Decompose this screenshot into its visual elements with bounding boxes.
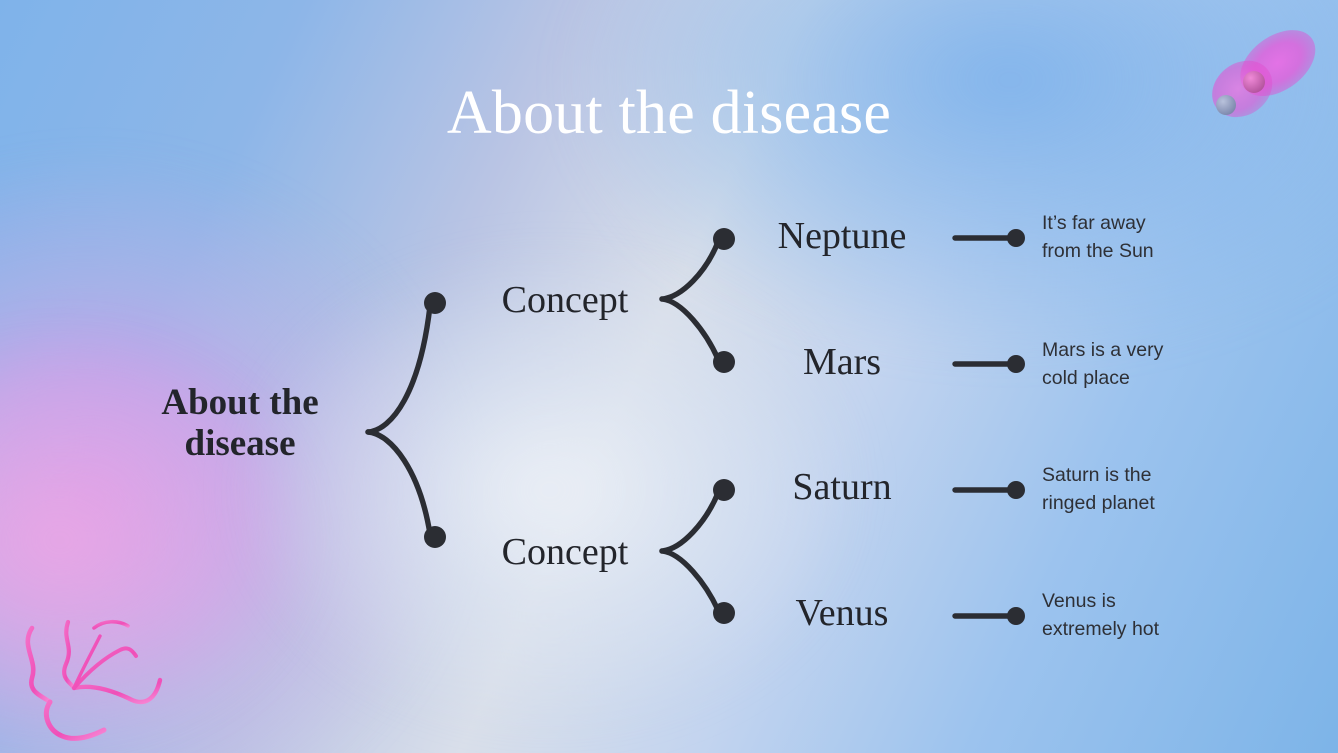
branch-node-concept-2: Concept [501,531,629,573]
leaf-node-saturn: Saturn [792,466,892,508]
leaf-description-venus: Venus is extremely hot [1042,590,1160,641]
page-title: About the disease [446,79,892,147]
branch-node-concept-1: Concept [501,279,629,321]
leaf-node-mars: Mars [802,341,882,383]
background-light-glow [240,250,860,730]
leaf-node-venus: Venus [795,592,889,634]
leaf-description-mars: Mars is a very cold place [1042,339,1164,390]
leaf-node-neptune: Neptune [777,215,907,257]
leaf-description-neptune: It’s far away from the Sun [1042,212,1154,263]
root-node-label: About the disease [161,382,319,465]
leaf-description-saturn: Saturn is the ringed planet [1042,464,1155,515]
